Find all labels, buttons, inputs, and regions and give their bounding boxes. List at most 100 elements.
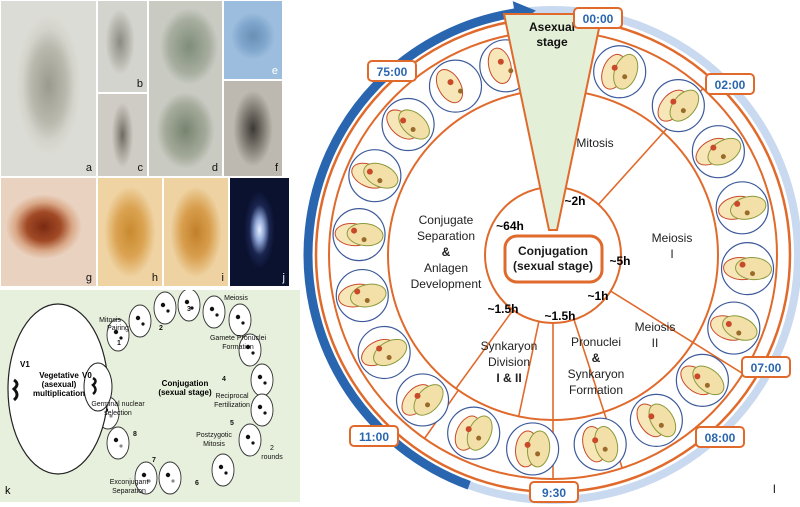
cycle-cell [250, 393, 274, 427]
l-center-line1: Conjugation [518, 244, 588, 258]
timeline-cell [675, 353, 729, 407]
vegetative-line2: (asexual) [42, 380, 77, 389]
stage-label: Mitosis [99, 317, 121, 324]
phase-meiosis1-line1: Meiosis [652, 231, 693, 245]
timeline-cell [381, 97, 435, 152]
panel-label-j: j [282, 272, 285, 284]
duration-2h: ~2h [564, 194, 585, 208]
cycle-cell [153, 291, 177, 325]
time-label: 11:00 [359, 430, 389, 444]
cycle-cell [211, 453, 235, 487]
sector-divider [610, 290, 694, 344]
k-center-line2: (sexual stage) [158, 388, 212, 397]
micrograph-b: b [97, 0, 148, 93]
panel-label-a: a [85, 162, 92, 174]
duration-64h: ~64h [496, 219, 524, 233]
phase-synkaryon-line2: Division [488, 355, 530, 369]
asexual-stage-wedge [502, 13, 604, 231]
cycle-cells [96, 288, 274, 495]
panel-label-k: k [5, 485, 11, 497]
k-center-line1: Conjugation [162, 379, 209, 388]
stage-number: 7 [152, 457, 156, 464]
small-cell-nucleus-shape [91, 376, 97, 395]
micrograph-f: f [223, 80, 283, 177]
panel-label-b: b [136, 78, 143, 90]
stage-label: Fertilization [214, 402, 250, 409]
asexual-line2: stage [536, 35, 568, 49]
phase-meiosis2-line2: II [652, 336, 659, 350]
timeline-cell [707, 301, 761, 355]
phase-conjugate-line1: Conjugate [419, 213, 474, 227]
time-label: 02:00 [715, 78, 746, 92]
vegetative-nucleus-shape [11, 378, 19, 402]
timeline-cell [335, 268, 389, 323]
panel-label-i: i [221, 272, 224, 284]
l-center-line2: (sexual stage) [513, 259, 593, 273]
stage-number: 1 [117, 340, 121, 347]
vegetative-small-cell [83, 362, 113, 412]
micrograph-g: g [0, 177, 97, 287]
phase-conjugate-line2: Separation [417, 229, 475, 243]
micrograph-d: d [148, 0, 223, 177]
stage-label: Separation [112, 488, 146, 495]
phase-pronuclei-line4: Formation [569, 383, 623, 397]
timeline-cell [332, 208, 386, 262]
panel-k-conjugation-cycle: V1 V0 Vegetative (asexual) multiplicatio… [0, 288, 300, 502]
timeline-cell [506, 422, 560, 476]
timeline-cell [593, 45, 647, 99]
micrograph-e: e [223, 0, 283, 80]
micrograph-h: h [97, 177, 163, 287]
time-marker: 9:30 [529, 481, 579, 503]
panel-label-f: f [274, 162, 278, 174]
time-marker: 02:00 [705, 73, 755, 95]
phase-meiosis1-line2: I [670, 247, 673, 261]
timeline-cell [395, 373, 450, 427]
duration-1.5h-right: ~1.5h [544, 309, 575, 323]
cycle-cell [158, 461, 182, 495]
cycle-cell [128, 304, 152, 338]
stage-number: 6 [195, 480, 199, 487]
timeline-cell [715, 181, 769, 235]
panel-k-svg: V1 V0 Vegetative (asexual) multiplicatio… [5, 288, 283, 497]
timeline-cell [691, 125, 745, 179]
stage-label: Germinal nuclear [91, 401, 145, 408]
panel-label-e: e [271, 65, 278, 77]
cycle-cell [106, 426, 130, 460]
time-marker: 08:00 [695, 426, 745, 448]
time-marker: 07:00 [741, 356, 791, 378]
duration-1h: ~1h [587, 289, 608, 303]
timeline-cell [629, 393, 683, 447]
phase-conjugate-line3: & [442, 245, 451, 259]
stage-label: selection [104, 410, 132, 417]
stage-label: Postzygotic [196, 432, 232, 439]
panel-label-l: l [773, 482, 776, 496]
sector-divider [597, 131, 665, 206]
stage-label: Mitosis [203, 441, 225, 448]
time-label: 9:30 [542, 486, 566, 500]
time-label: 00:00 [583, 12, 614, 26]
vegetative-line3: multiplication [33, 389, 85, 398]
stage-label: 2 [270, 445, 274, 452]
duration-5h: ~5h [609, 254, 630, 268]
timeline-cell [357, 325, 411, 380]
duration-1.5h-left: ~1.5h [487, 302, 518, 316]
timeline-cell [348, 149, 402, 203]
cycle-cell [134, 461, 158, 495]
phase-mitosis: Mitosis [576, 136, 613, 150]
time-label: 75:00 [377, 65, 408, 79]
phase-pronuclei-line2: & [592, 351, 601, 365]
stage-number: 4 [222, 376, 226, 383]
sector-divider [692, 341, 744, 375]
panel-label-d: d [211, 162, 218, 174]
timeline-cell [447, 406, 501, 460]
asexual-line1: Asexual [529, 20, 575, 34]
cycle-cell [228, 303, 252, 337]
sector-divider [573, 319, 605, 413]
micrograph-a: a [0, 0, 97, 177]
phase-synkaryon-line1: Synkaryon [481, 339, 538, 353]
phase-conjugate-line5: Development [411, 277, 482, 291]
cycle-cell [250, 363, 274, 397]
stage-number: 2 [159, 325, 163, 332]
